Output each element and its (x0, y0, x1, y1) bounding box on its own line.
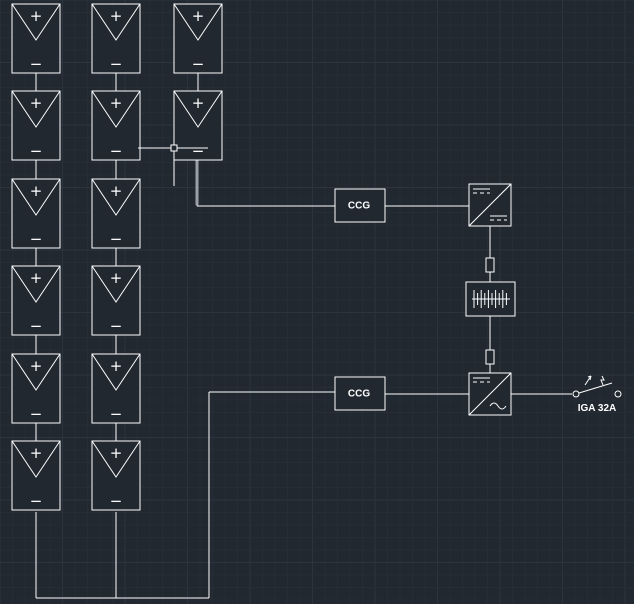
panel-minus-label: − (30, 230, 43, 248)
panel-plus-label: + (110, 269, 123, 287)
circuit-breaker-icon[interactable]: IGA 32A (572, 375, 622, 414)
panel-plus-label: + (110, 94, 123, 112)
panel-plus-label: + (30, 269, 43, 287)
solar-panel-icon[interactable]: +− (11, 353, 61, 424)
combiner-box-1[interactable]: CCG (334, 188, 386, 223)
solar-panel-icon[interactable]: +− (91, 90, 141, 161)
breaker-label: IGA 32A (578, 403, 617, 414)
panel-plus-label: + (30, 182, 43, 200)
panel-minus-label: − (30, 317, 43, 335)
panel-minus-label: − (110, 55, 123, 73)
panel-plus-label: + (110, 357, 123, 375)
combiner-box-2[interactable]: CCG (334, 376, 386, 411)
panel-minus-label: − (110, 317, 123, 335)
panel-plus-label: + (110, 444, 123, 462)
panel-minus-label: − (30, 55, 43, 73)
panel-minus-label: − (30, 405, 43, 423)
solar-panel-icon[interactable]: +− (91, 3, 141, 74)
crosshair-cursor-icon (138, 104, 208, 186)
solar-panel-icon[interactable]: +− (91, 178, 141, 249)
panel-plus-label: + (110, 182, 123, 200)
panel-plus-label: + (192, 7, 205, 25)
panel-minus-label: − (192, 55, 205, 73)
dc-dc-converter-icon[interactable] (468, 183, 512, 227)
solar-panel-icon[interactable]: +− (173, 90, 223, 161)
solar-panel-icon[interactable]: +− (173, 3, 223, 74)
solar-panel-icon[interactable]: +− (91, 353, 141, 424)
panel-plus-label: + (30, 7, 43, 25)
panel-minus-label: − (30, 492, 43, 510)
panel-minus-label: − (110, 142, 123, 160)
panel-plus-label: + (30, 94, 43, 112)
solar-panel-icon[interactable]: +− (91, 440, 141, 511)
panel-plus-label: + (192, 94, 205, 112)
panel-minus-label: − (110, 405, 123, 423)
battery-icon[interactable] (465, 281, 516, 317)
solar-panel-icon[interactable]: +− (11, 178, 61, 249)
solar-panel-icon[interactable]: +− (11, 440, 61, 511)
combiner-box-2-label: CCG (348, 389, 370, 400)
solar-panel-array: +−+−+−+−+−+−+−+−+−+−+−+−+−+− (11, 3, 223, 511)
panel-minus-label: − (110, 230, 123, 248)
panel-minus-label: − (30, 142, 43, 160)
fuse-icon[interactable] (485, 349, 495, 365)
panel-minus-label: − (192, 142, 205, 160)
panel-plus-label: + (110, 7, 123, 25)
panel-plus-label: + (30, 357, 43, 375)
panel-plus-label: + (30, 444, 43, 462)
inverter-icon[interactable] (468, 372, 512, 416)
solar-panel-icon[interactable]: +− (11, 90, 61, 161)
combiner-box-1-label: CCG (348, 201, 370, 212)
solar-panel-icon[interactable]: +− (11, 3, 61, 74)
solar-panel-icon[interactable]: +− (11, 265, 61, 336)
fuse-icon[interactable] (485, 257, 495, 273)
panel-minus-label: − (110, 492, 123, 510)
solar-panel-icon[interactable]: +− (91, 265, 141, 336)
